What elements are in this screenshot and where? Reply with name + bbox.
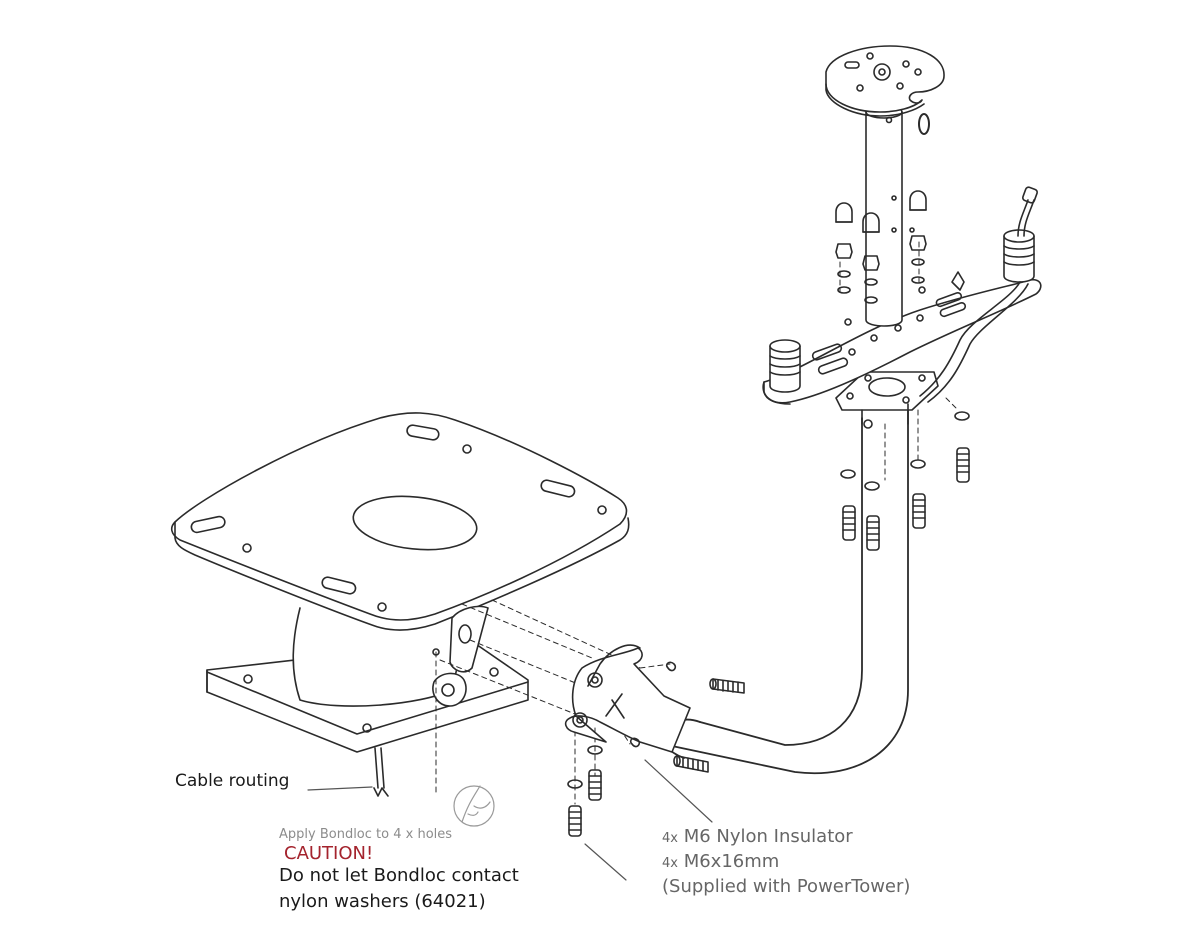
hardware-line-2: 4x M6x16mm [662,851,779,872]
bent-arm [662,403,909,775]
crossbar-cable [919,271,1029,403]
hardware-line-1-qty: 4x [662,831,678,846]
bondloc-icon [453,785,495,827]
cable-routing-label: Cable routing [175,771,290,791]
hardware-line-2-qty: 4x [662,856,678,871]
crossbar-cylinders [769,186,1038,393]
bondloc-note: Apply Bondloc to 4 x holes [279,827,453,842]
clamp-screws [567,661,745,837]
hardware-line-1: 4x M6 Nylon Insulator [662,826,853,847]
radar-top-plate [170,412,630,631]
hardware-line-3: (Supplied with PowerTower) [662,876,911,897]
hardware-line-1-text: M6 Nylon Insulator [683,826,853,847]
v-clamp [564,644,691,753]
hardware-line-2-text: M6x16mm [683,851,780,872]
cable [373,747,389,797]
pedestal-neck [292,607,471,707]
pedestal-bracket [432,605,489,707]
warning-line-2: nylon washers (64021) [279,891,486,912]
leader-lines [307,759,713,881]
top-disc [825,45,945,135]
warning-line-1: Do not let Bondloc contact [279,865,519,886]
vertical-mast [865,105,903,327]
caution-heading: CAUTION! [284,843,374,864]
lower-fasteners [840,411,970,551]
upper-fasteners [835,190,927,304]
